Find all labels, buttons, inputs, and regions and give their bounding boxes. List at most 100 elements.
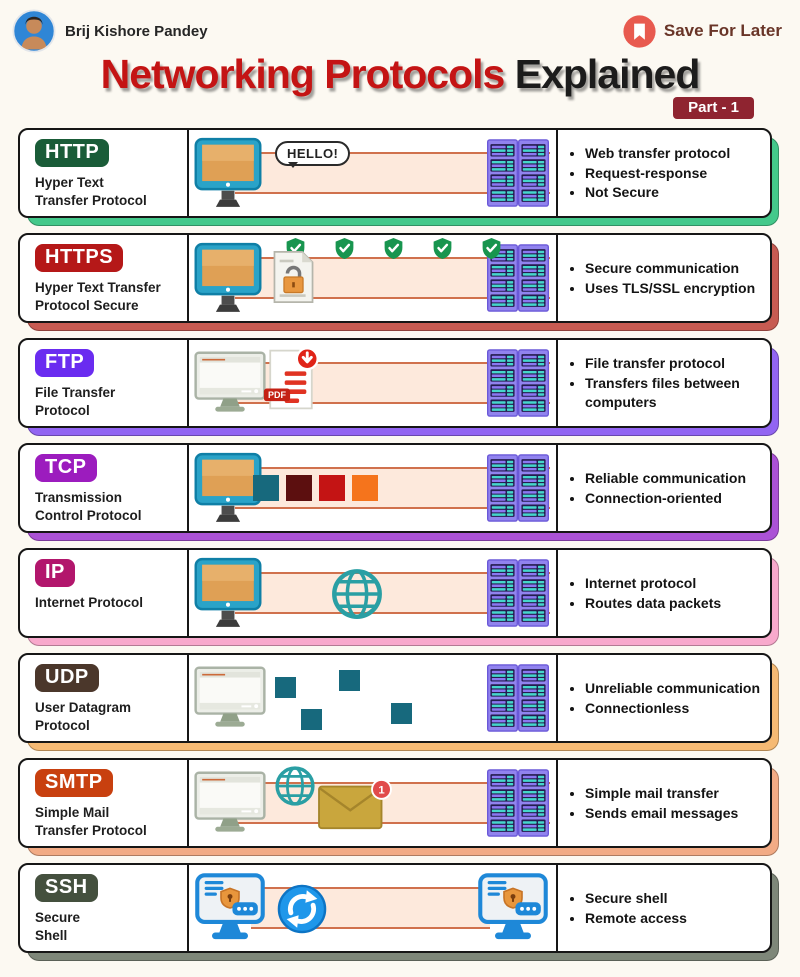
protocol-row-ip: IP Internet Protocol Internet protocolRo… — [18, 548, 779, 647]
computer-icon — [194, 242, 262, 314]
protocol-points: Secure communicationUses TLS/SSL encrypt… — [558, 235, 770, 321]
bullet-list: Secure shellRemote access — [568, 888, 762, 929]
shield-check-icon — [432, 237, 453, 260]
computer-icon — [194, 452, 262, 524]
protocol-abbr-badge: HTTP — [35, 139, 110, 168]
protocol-name-line: Protocol Secure — [35, 297, 139, 313]
protocol-points: Web transfer protocolRequest-responseNot… — [558, 130, 770, 216]
part-badge: Part - 1 — [673, 97, 754, 120]
shield-check-icon — [481, 237, 502, 260]
protocol-illustration: 1 — [187, 760, 558, 847]
protocol-label-col: IP Internet Protocol — [20, 550, 187, 636]
data-packet-square — [286, 475, 312, 502]
protocol-name-line: Simple Mail — [35, 805, 110, 821]
datagram-square — [301, 709, 322, 731]
protocol-abbr-badge: SMTP — [35, 769, 113, 798]
protocol-abbr-badge: IP — [35, 559, 75, 588]
bullet-list: File transfer protocolTransfers files be… — [568, 353, 762, 413]
protocol-name-line: Transfer Protocol — [35, 822, 147, 838]
globe-icon — [329, 566, 385, 622]
protocol-name-line: Hyper Text — [35, 175, 104, 191]
email-envelope-icon: 1 — [317, 779, 393, 832]
protocol-points: Reliable communicationConnection-oriente… — [558, 445, 770, 531]
data-packet-square — [253, 475, 279, 502]
title-main: Networking Protocols — [100, 51, 506, 97]
computer-icon — [194, 557, 262, 629]
protocol-illustration: PDF — [187, 340, 558, 427]
bullet-item: Uses TLS/SSL encryption — [585, 279, 762, 298]
terminal-icon — [194, 872, 266, 944]
data-packets — [253, 475, 378, 502]
protocol-name-line: Transfer Protocol — [35, 192, 147, 208]
protocol-illustration: HELLO! — [187, 130, 558, 217]
pdf-download-icon: PDF — [263, 347, 319, 412]
datagram-square — [275, 677, 296, 699]
protocol-name-line: Protocol — [35, 717, 90, 733]
protocol-illustration — [187, 235, 558, 322]
terminal-icon — [477, 872, 549, 944]
server-rack-icon — [487, 348, 549, 418]
bullet-item: Secure shell — [585, 889, 762, 908]
shield-row — [285, 237, 502, 260]
protocol-name-line: User Datagram — [35, 700, 132, 716]
page-title: Networking Protocols Explained Part - 1 — [0, 51, 800, 120]
globe-icon — [273, 764, 317, 808]
pdf-label: PDF — [268, 390, 287, 400]
author: Brij Kishore Pandey — [12, 9, 208, 53]
server-rack-icon — [487, 768, 549, 838]
bullet-list: Web transfer protocolRequest-responseNot… — [568, 143, 762, 204]
protocol-illustration — [187, 655, 558, 742]
protocol-points: Simple mail transferSends email messages — [558, 760, 770, 846]
title-rest: Explained — [514, 51, 701, 97]
sync-icon — [277, 884, 327, 934]
speech-bubble: HELLO! — [275, 141, 351, 169]
page-header: Brij Kishore Pandey Save For Later — [0, 0, 800, 53]
save-for-later-button[interactable]: Save For Later — [623, 14, 782, 48]
protocol-abbr-badge: FTP — [35, 349, 95, 378]
bullet-item: Internet protocol — [585, 574, 762, 593]
protocol-abbr-badge: SSH — [35, 874, 98, 903]
protocol-points: Unreliable communicationConnectionless — [558, 655, 770, 741]
computer-icon — [194, 137, 262, 209]
protocol-points: File transfer protocolTransfers files be… — [558, 340, 770, 426]
computer-icon — [194, 771, 266, 835]
bullet-list: Reliable communicationConnection-oriente… — [568, 468, 762, 509]
protocol-abbr-badge: UDP — [35, 664, 99, 693]
data-packet-square — [319, 475, 345, 502]
protocol-points: Secure shellRemote access — [558, 865, 770, 951]
bullet-item: Connectionless — [585, 699, 762, 718]
bullet-item: Not Secure — [585, 183, 762, 202]
protocol-points: Internet protocolRoutes data packets — [558, 550, 770, 636]
protocol-name-line: Transmission — [35, 490, 123, 506]
author-name: Brij Kishore Pandey — [65, 22, 208, 40]
computer-icon — [194, 351, 266, 415]
protocol-name-line: Internet Protocol — [35, 595, 144, 611]
bullet-list: Internet protocolRoutes data packets — [568, 573, 762, 614]
bullet-item: Unreliable communication — [585, 679, 762, 698]
